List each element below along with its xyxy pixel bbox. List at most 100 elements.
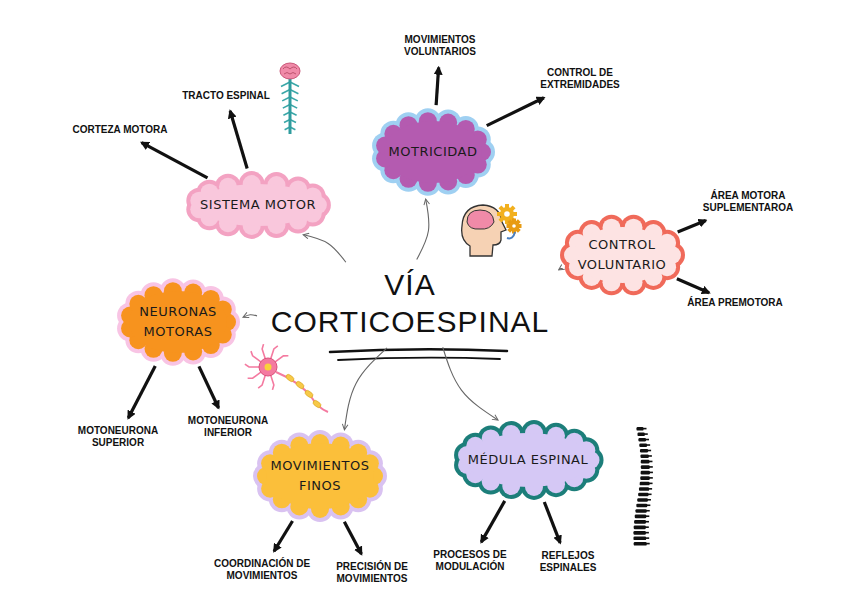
vertebra-process (648, 488, 652, 490)
node-text: COORDINACIÓN DE MOVIMIENTOS (207, 556, 317, 585)
vertebra (637, 427, 644, 431)
cloud-rim (560, 215, 685, 296)
cloud-node: NEURONAS MOTORAS (116, 278, 240, 366)
branch-arrow (344, 522, 361, 554)
rotation-arrow (507, 232, 515, 238)
central-title: VÍA CORTICOESPINAL (263, 266, 557, 343)
vertebra-process (646, 444, 650, 446)
cloud-shape (560, 214, 685, 296)
spine-icon (633, 427, 652, 546)
vertebra-process (645, 532, 649, 534)
vertebra-process (649, 472, 653, 474)
node-text: PRECISIÓN DE MOVIMIENTOS (325, 559, 419, 588)
node-text: MÉDULA ESPINAL (468, 450, 589, 470)
vertebra-process (646, 543, 650, 545)
myelin-segment (285, 373, 295, 383)
cloud-node: MOVIMIENTOS FINOS (253, 430, 387, 522)
leaf-label: PRECISIÓN DE MOVIMIENTOS (325, 559, 419, 590)
vertebra-process (647, 499, 651, 501)
vertebra-process (649, 483, 653, 485)
branch-arrow (481, 501, 504, 542)
vertebra (640, 449, 648, 453)
vertebra-process (649, 477, 653, 479)
dendrite (248, 372, 262, 379)
brain-in-head (467, 210, 494, 229)
vertebra (636, 504, 647, 508)
gear-ring (500, 207, 514, 221)
vertebra-process (643, 428, 647, 430)
node-text: NEURONAS MOTORAS (132, 302, 224, 342)
vertebra-process (649, 466, 653, 468)
cloud-fill (190, 175, 327, 235)
cloud-fill (121, 282, 236, 362)
cloud-fill (257, 434, 383, 518)
vertebra (641, 471, 650, 475)
curved-arrow (304, 235, 346, 262)
vertebra (639, 443, 647, 447)
gear-hole (504, 211, 510, 217)
dendrite (251, 351, 262, 362)
leaf-label: TRACTO ESPINAL (174, 88, 278, 107)
node-text: MOVIMIENTOS FINOS (268, 456, 372, 496)
node-text: MOTRICIDAD (389, 142, 478, 162)
cloud-fill (458, 424, 599, 496)
leaf-label: CONTROL DE EXTREMIDADES (532, 65, 628, 96)
vertebra-process (646, 504, 650, 506)
node-text: MOVIMIENTOS VOLUNTARIOS (393, 32, 487, 61)
branch-arrow (436, 67, 439, 105)
node-text: REFLEJOS ESPINALES (531, 548, 605, 577)
title-underline (338, 358, 500, 360)
spinal-cord (289, 76, 292, 134)
leaf-label: MOTONEURONA SUPERIOR (73, 423, 163, 454)
dendrite (270, 375, 273, 390)
head-silhouette (462, 205, 506, 256)
branch-arrow (230, 111, 247, 168)
vertebra (634, 520, 646, 524)
vertebra-process (645, 439, 649, 441)
cloud-core (266, 443, 374, 509)
vertebra-process (648, 461, 652, 463)
dendrite (274, 356, 288, 363)
vertebra (637, 498, 648, 502)
node-text: TRACTO ESPINAL (174, 88, 278, 105)
vertebra (641, 460, 650, 464)
cloud-shape (116, 278, 240, 366)
cloud-rim (372, 108, 495, 196)
head-gears-icon (462, 204, 522, 256)
vertebra (640, 482, 650, 486)
gear-hole (512, 224, 516, 228)
vertebra-process (645, 526, 649, 528)
vertebra (633, 537, 646, 541)
branch-arrow (487, 98, 544, 126)
curved-arrow (417, 200, 429, 260)
node-text: ÁREA MOTORA SUPLEMENTAROA (696, 188, 800, 217)
leaf-label: COORDINACIÓN DE MOVIMIENTOS (207, 556, 317, 587)
gear-symbol (497, 204, 522, 234)
vertebra (637, 432, 644, 436)
myelin-segment (295, 380, 305, 390)
dendrite (258, 375, 265, 389)
branch-arrow (274, 521, 292, 551)
myelin-segment (312, 399, 322, 409)
vertebra (634, 542, 647, 546)
leaf-label: PROCESOS DE MODULACIÓN (427, 547, 513, 578)
cloud-core (466, 433, 591, 487)
node-text: SISTEMA MOTOR (200, 195, 316, 215)
node-text: CORTEZA MOTORA (63, 122, 177, 139)
node-text: MOTONEURONA INFERIOR (183, 413, 273, 442)
myelin-sheath (285, 373, 322, 409)
vertebra (638, 438, 646, 442)
cloud-node: MÉDULA ESPINAL (453, 420, 604, 500)
branch-arrow (544, 502, 560, 543)
cloud-fill (564, 219, 681, 292)
neuron-body (259, 358, 277, 376)
cloud-node: SISTEMA MOTOR (185, 171, 331, 239)
dendrite (270, 346, 277, 360)
gear-ring (510, 222, 519, 231)
vertebra (641, 465, 650, 469)
cloud-node: MOTRICIDAD (371, 108, 495, 196)
axon (276, 372, 328, 412)
vertebra-process (648, 455, 652, 457)
vertebra (639, 487, 649, 491)
